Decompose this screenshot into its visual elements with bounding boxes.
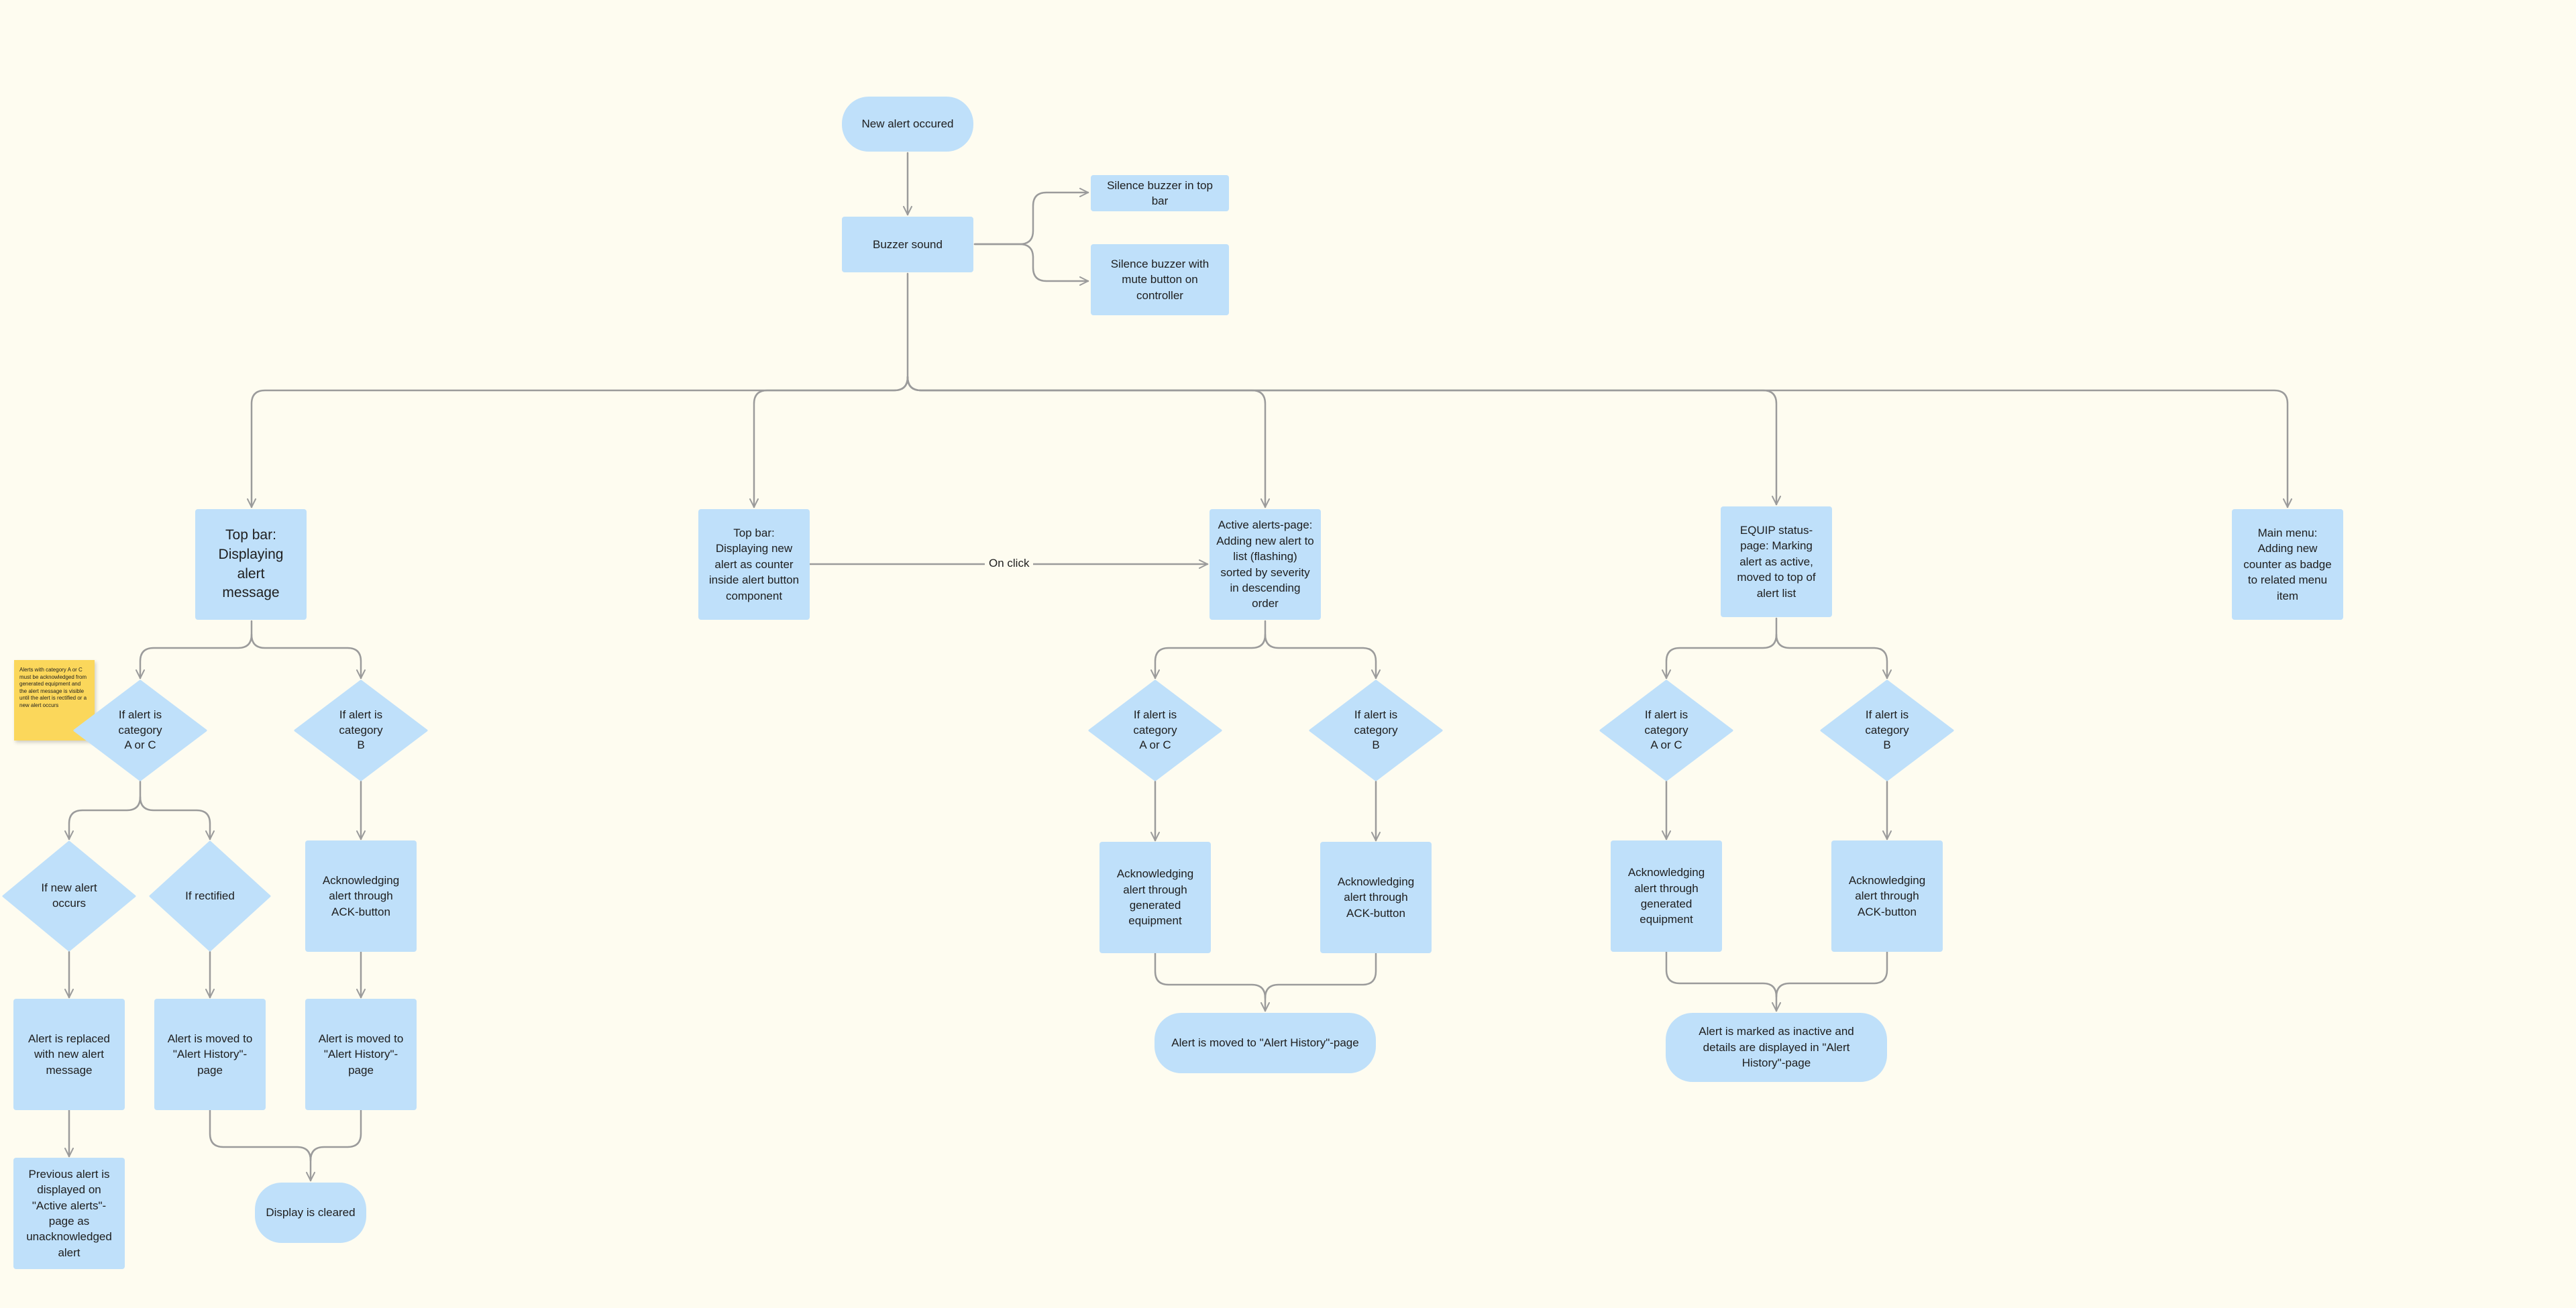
connector-cond-ac-1-to-new [64,780,142,840]
decision-label: If alert is category A or C [1644,708,1688,752]
connector-moved-1-to-cleared [209,1109,315,1182]
node-label: Acknowledging alert through generated eq… [1627,866,1705,926]
node-moved-history-2[interactable]: Alert is moved to "Alert History"-page [305,999,417,1110]
diamond-shape [1599,679,1733,781]
diamond-shape [2,840,136,952]
connector-buzzer-to-active-alerts [906,376,1270,508]
decision-category-a-or-c-2[interactable]: If alert is category A or C [1088,679,1222,781]
node-moved-history-3[interactable]: Alert is moved to "Alert History"-page [1155,1013,1376,1073]
node-label: Acknowledging alert through generated eq… [1116,867,1194,928]
node-label: Previous alert is displayed on "Active a… [26,1167,112,1259]
node-ack-button-3[interactable]: Acknowledging alert through ACK-button [1831,840,1943,952]
diamond-shape [294,679,428,781]
connector-ack-btn-3-to-inactive [1775,950,1888,998]
diamond-shape [1820,679,1954,781]
connector-equip-to-cond-b-3 [1775,633,1892,679]
node-label: Acknowledging alert through ACK-button [322,873,400,918]
node-new-alert[interactable]: New alert occured [842,97,973,152]
sticky-note-text: Alerts with category A or C must be ackn… [19,667,87,708]
node-previous-alert[interactable]: Previous alert is displayed on "Active a… [13,1158,125,1269]
connector-cond-ac-1-to-rect [139,796,215,840]
node-silence-top-bar[interactable]: Silence buzzer in top bar [1091,175,1229,211]
connector-equip-to-cond-ac-3 [1662,617,1778,679]
connector-ack-gen-2-to-moved [1154,952,1270,1012]
node-display-cleared[interactable]: Display is cleared [255,1183,366,1243]
connector-buzzer-to-main-menu [906,376,2292,508]
node-label: Acknowledging alert through ACK-button [1337,875,1415,920]
node-equip-status-page[interactable]: EQUIP status-page: Marking alert as acti… [1721,506,1832,617]
node-label: Active alerts-page: Adding new alert to … [1216,519,1314,610]
edge-label-on-click: On click [985,557,1034,570]
node-label: New alert occured [861,117,954,131]
connector-buzzer-to-equip [906,376,1781,506]
node-label: Top bar: Displaying alert message [218,527,284,601]
node-label: EQUIP status-page: Marking alert as acti… [1737,523,1816,600]
node-label: Acknowledging alert through ACK-button [1848,873,1926,918]
decision-label: If alert is category A or C [118,708,162,752]
decision-label: If alert is category B [1865,708,1909,752]
node-label: Main menu: Adding new counter as badge t… [2243,526,2332,602]
node-alert-inactive[interactable]: Alert is marked as inactive and details … [1666,1013,1887,1082]
node-label: Alert is moved to "Alert History"-page [167,1032,253,1077]
decision-label: If new alert occurs [41,881,97,910]
decision-category-b-3[interactable]: If alert is category B [1820,679,1954,781]
decision-label: If rectified [185,889,235,902]
node-active-alerts-page[interactable]: Active alerts-page: Adding new alert to … [1210,509,1321,620]
node-ack-generated-2[interactable]: Acknowledging alert through generated eq… [1099,842,1211,953]
decision-label: If alert is category A or C [1133,708,1177,752]
decision-rectified[interactable]: If rectified [149,840,271,952]
node-label: Display is cleared [266,1206,356,1219]
decision-category-a-or-c-3[interactable]: If alert is category A or C [1599,679,1733,781]
node-label: Alert is replaced with new alert message [28,1032,110,1077]
node-ack-button-2[interactable]: Acknowledging alert through ACK-button [1320,842,1432,953]
node-moved-history-1[interactable]: Alert is moved to "Alert History"-page [154,999,266,1110]
connector-active-to-cond-ac-2 [1150,620,1267,679]
node-topbar-alert-message[interactable]: Top bar: Displaying alert message [195,509,307,620]
decision-category-b-1[interactable]: If alert is category B [294,679,428,781]
connector-topbar-to-cond-b-1 [250,633,366,679]
diamond-shape [73,679,207,781]
node-label: Top bar: Displaying new alert as counter… [708,526,800,602]
connector-buzzer-to-silence-mute [973,243,1089,286]
node-ack-generated-3[interactable]: Acknowledging alert through generated eq… [1611,840,1722,952]
node-buzzer-sound[interactable]: Buzzer sound [842,217,973,272]
node-label: Silence buzzer with mute button on contr… [1110,257,1210,302]
decision-label: If alert is category B [1354,708,1398,752]
node-ack-button-1[interactable]: Acknowledging alert through ACK-button [305,840,417,952]
decision-new-alert-occurs[interactable]: If new alert occurs [2,840,136,952]
connector-active-to-cond-b-2 [1264,633,1381,679]
connector-ack-btn-2-to-moved [1264,952,1377,999]
node-main-menu[interactable]: Main menu: Adding new counter as badge t… [2232,509,2343,620]
decision-category-a-or-c-1[interactable]: If alert is category A or C [73,679,207,781]
diamond-shape [1088,679,1222,781]
node-label: Buzzer sound [873,237,943,251]
node-label: Silence buzzer in top bar [1107,178,1213,207]
decision-category-b-2[interactable]: If alert is category B [1309,679,1443,781]
diamond-shape [149,840,271,952]
diamond-shape [1309,679,1443,781]
node-label: Alert is marked as inactive and details … [1699,1025,1854,1070]
decision-label: If alert is category B [339,708,383,752]
connector-moved-2-to-cleared [309,1109,362,1162]
node-label: Alert is moved to "Alert History"-page [318,1032,404,1077]
node-label: Alert is moved to "Alert History"-page [1171,1036,1359,1050]
node-silence-mute-button[interactable]: Silence buzzer with mute button on contr… [1091,244,1229,315]
connector-ack-gen-3-to-inactive [1665,950,1781,1012]
connector-topbar-to-cond-ac-1 [136,620,253,679]
connector-buzzer-to-silence-top [973,188,1089,246]
node-topbar-counter[interactable]: Top bar: Displaying new alert as counter… [698,509,810,620]
node-alert-replaced[interactable]: Alert is replaced with new alert message [13,999,125,1110]
connector-buzzer-to-topbar-counter [749,376,909,508]
